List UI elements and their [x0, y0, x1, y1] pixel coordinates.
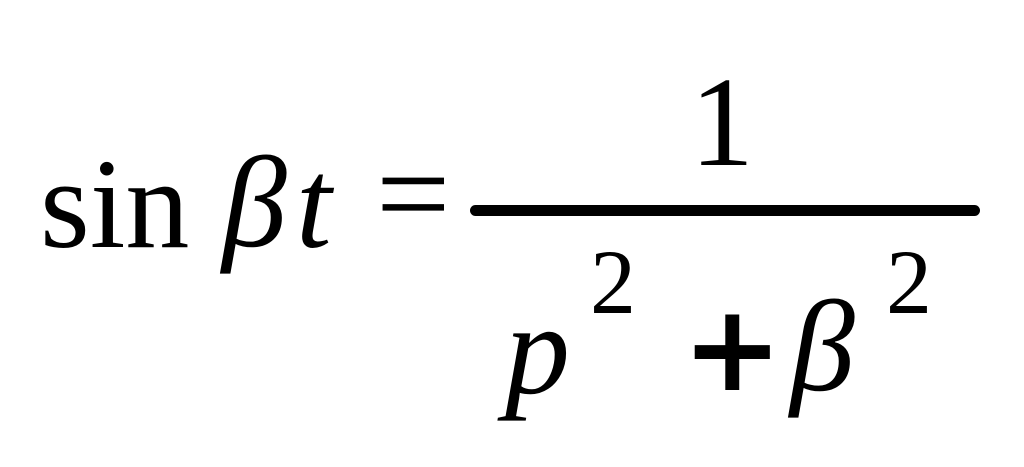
- p-exponent: 2: [590, 231, 636, 333]
- fraction-bar: [470, 205, 980, 216]
- beta-symbol-denominator: β: [790, 275, 855, 419]
- equals-sign: =: [376, 120, 451, 267]
- p-variable: p: [505, 278, 570, 422]
- t-variable: t: [296, 133, 332, 275]
- beta-symbol: β: [222, 131, 287, 275]
- sin-function: sin: [40, 133, 190, 275]
- beta-exponent: 2: [886, 231, 932, 333]
- plus-sign: +: [682, 280, 783, 419]
- fraction-numerator: 1: [690, 51, 754, 193]
